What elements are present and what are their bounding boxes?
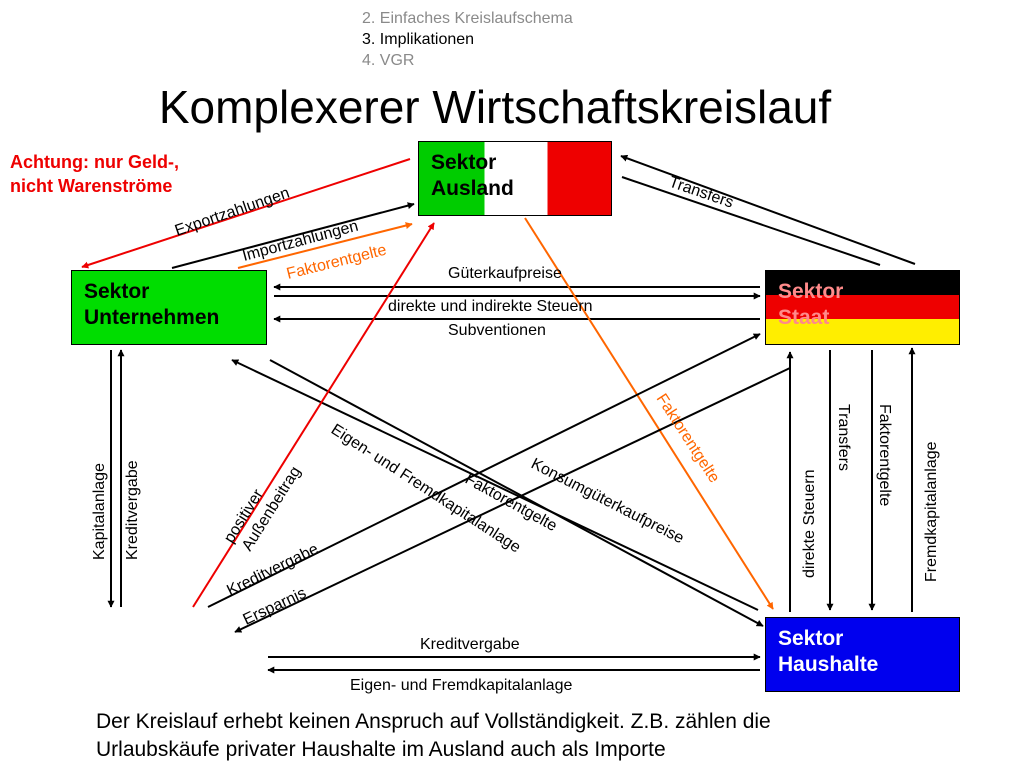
warning-line-2: nicht Warenströme bbox=[10, 176, 173, 196]
arrow-faktorentgelte-ausland-unternehmen bbox=[237, 222, 413, 269]
breadcrumb-nav: 2. Einfaches Kreislaufschema 3. Implikat… bbox=[362, 8, 573, 71]
label-transfers-ausland-staat: Transfers bbox=[667, 174, 736, 212]
sector-unternehmen-line-1: Sektor bbox=[84, 280, 150, 303]
footnote-line-1: Der Kreislauf erhebt keinen Anspruch auf… bbox=[96, 710, 771, 733]
arrow-ersparnis bbox=[234, 367, 791, 633]
sector-haushalte-label: Sektor Haushalte bbox=[778, 626, 878, 678]
label-kapitalanlage: Kapitalanlage bbox=[91, 463, 108, 560]
sector-haushalte-line-2: Haushalte bbox=[778, 653, 879, 676]
arrow-transfers-staat-ausland-a bbox=[620, 154, 916, 265]
page-title: Komplexerer Wirtschaftskreislauf bbox=[158, 81, 832, 133]
arrow-positiver-aussenbeitrag bbox=[192, 222, 435, 608]
sector-ausland-label: Sektor Ausland bbox=[431, 150, 514, 202]
arrow-transfers-staat-ausland-b bbox=[621, 176, 881, 266]
sector-ausland-line-1: Sektor bbox=[431, 151, 497, 174]
nav-item-implikationen[interactable]: 3. Implikationen bbox=[362, 31, 475, 48]
label-transfers-staat-haushalte: Transfers bbox=[835, 404, 852, 471]
sector-staat-box: Sektor Staat bbox=[765, 270, 960, 345]
arrow-faktorentgelte-diag bbox=[269, 359, 764, 627]
sector-unternehmen-box: Sektor Unternehmen bbox=[71, 270, 267, 345]
sector-unternehmen-line-2: Unternehmen bbox=[84, 306, 220, 329]
arrow-importzahlungen bbox=[171, 202, 415, 269]
sector-staat-line-2: Staat bbox=[778, 306, 830, 329]
nav-item-vgr[interactable]: 4. VGR bbox=[362, 52, 415, 69]
arrow-exportzahlungen bbox=[81, 158, 411, 269]
footnote-line-2: Urlaubskäufe privater Haushalte im Ausla… bbox=[96, 738, 666, 761]
sector-staat-line-1: Sektor bbox=[778, 280, 844, 303]
label-subventionen: Subventionen bbox=[448, 322, 546, 339]
footnote: Der Kreislauf erhebt keinen Anspruch auf… bbox=[96, 708, 771, 764]
sector-haushalte-line-1: Sektor bbox=[778, 627, 844, 650]
sector-staat-label: Sektor Staat bbox=[778, 279, 843, 331]
label-faktorentgelte-staat-haushalte: Faktorentgelte bbox=[876, 404, 893, 506]
label-kreditvergabe-unternehmen: Kreditvergabe bbox=[124, 460, 141, 560]
sector-haushalte-box: Sektor Haushalte bbox=[765, 617, 960, 692]
label-eigen-fremdkapital-bottom: Eigen- und Fremdkapitalanlage bbox=[350, 677, 572, 694]
label-exportzahlungen: Exportzahlungen bbox=[173, 185, 292, 240]
nav-item-einfaches-kreislaufschema[interactable]: 2. Einfaches Kreislaufschema bbox=[362, 10, 573, 27]
label-ersparnis: Ersparnis bbox=[241, 585, 309, 629]
sector-ausland-box: Sektor Ausland bbox=[418, 141, 612, 216]
warning-note: Achtung: nur Geld-, nicht Warenströme bbox=[10, 150, 179, 198]
warning-line-1: Achtung: nur Geld-, bbox=[10, 152, 179, 172]
label-steuern: direkte und indirekte Steuern bbox=[388, 298, 593, 315]
label-kreditvergabe-bottom: Kreditvergabe bbox=[420, 636, 520, 653]
label-gueterkaufpreise: Güterkaufpreise bbox=[448, 265, 562, 282]
sector-ausland-line-2: Ausland bbox=[431, 177, 514, 200]
arrow-kreditvergabe-staat bbox=[207, 333, 761, 608]
label-fremdkapitalanlage: Fremdkapitalanlage bbox=[923, 441, 940, 582]
label-direkte-steuern: direkte Steuern bbox=[801, 469, 818, 578]
sector-unternehmen-label: Sektor Unternehmen bbox=[84, 279, 219, 331]
arrow-faktorentgelte-ausland-haushalte bbox=[524, 217, 774, 610]
label-kreditvergabe-staat: Kreditvergabe bbox=[224, 541, 321, 600]
arrow-konsumgueterkaufpreise bbox=[231, 359, 759, 611]
